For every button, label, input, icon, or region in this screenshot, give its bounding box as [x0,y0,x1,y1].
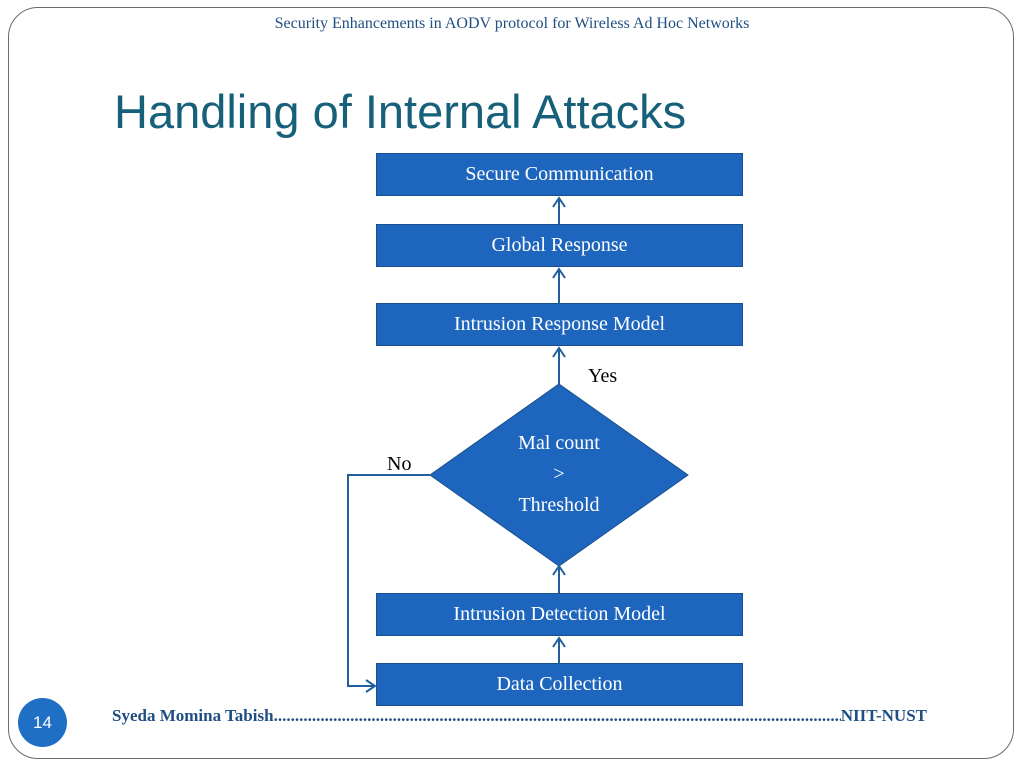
intrusion-detection-model-box: Intrusion Detection Model [376,593,743,636]
decision-label: Mal count > Threshold [476,428,642,521]
arrowhead-global [552,267,566,279]
arrowhead-data-collection [365,679,377,693]
data-collection-box: Data Collection [376,663,743,706]
arrowhead-secure [552,196,566,208]
arrow-no-loop [347,474,430,687]
no-label: No [387,453,412,475]
global-response-box: Global Response [376,224,743,267]
footer-organization: NIIT-NUST [840,706,927,725]
arrowhead-response [552,346,566,358]
secure-communication-box: Secure Communication [376,153,743,196]
decision-line-3: Threshold [518,494,600,516]
yes-label: Yes [588,365,618,387]
slide-title: Handling of Internal Attacks [114,85,687,138]
slide-footer: Syeda Momina Tabish ....................… [112,706,927,726]
footer-author: Syeda Momina Tabish [112,706,274,725]
arrowhead-decision [552,564,566,576]
arrowhead-detection [552,636,566,648]
slide-header: Security Enhancements in AODV protocol f… [274,15,750,32]
intrusion-response-model-box: Intrusion Response Model [376,303,743,346]
decision-line-1: Mal count [518,432,600,454]
footer-dots: ........................................… [273,706,841,725]
page-number-badge: 14 [18,698,67,747]
decision-line-2: > [553,463,565,485]
slide-frame [8,7,1014,759]
